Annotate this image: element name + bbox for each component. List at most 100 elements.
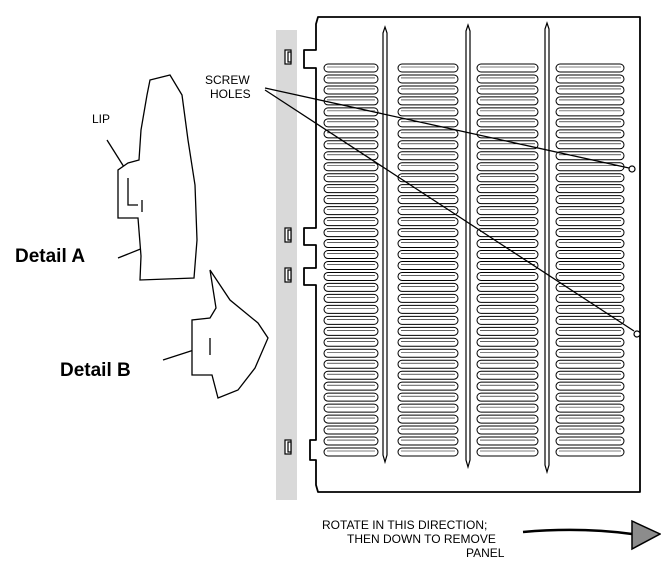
louver-slat [323, 228, 379, 238]
louver-slat [476, 414, 539, 424]
latch-tabs [284, 49, 292, 455]
louver-slat [555, 217, 625, 227]
louver-slat [555, 184, 625, 194]
louver-slat [397, 151, 459, 161]
louver-slat [397, 403, 459, 413]
louver-slat [555, 195, 625, 205]
louver-slat [555, 129, 625, 139]
louver-slat [476, 447, 539, 457]
louver-slat [397, 293, 459, 303]
louver-slat [555, 315, 625, 325]
louver-slat [476, 348, 539, 358]
louver-slat [476, 107, 539, 117]
louver-slat [555, 293, 625, 303]
louver-slat [476, 85, 539, 95]
louver-slat [476, 315, 539, 325]
louver-slat [555, 282, 625, 292]
louver-slat [476, 162, 539, 172]
louver-slat [323, 337, 379, 347]
louver-slat [323, 304, 379, 314]
louver-slat [397, 315, 459, 325]
louver-slat [555, 271, 625, 281]
louver-slat [555, 74, 625, 84]
louver-slat [397, 447, 459, 457]
louver-slat [323, 162, 379, 172]
louver-slat [323, 425, 379, 435]
louver-slat [397, 425, 459, 435]
louver-slat [476, 304, 539, 314]
leader-lines [106, 87, 635, 361]
louver-slat [397, 217, 459, 227]
louver-slat [323, 282, 379, 292]
louver-slat [323, 217, 379, 227]
louver-slat [397, 359, 459, 369]
louver-slat [555, 447, 625, 457]
rotate-instruction-line3: PANEL [466, 546, 505, 560]
rotate-arrow-head [631, 519, 661, 551]
louver-slat [323, 403, 379, 413]
louver-slat [555, 359, 625, 369]
louver-slat [323, 414, 379, 424]
louver-slat [397, 63, 459, 73]
louver-slat [555, 403, 625, 413]
louver-slat [397, 140, 459, 150]
louver-slat [476, 217, 539, 227]
louver-slat [323, 140, 379, 150]
louver-slat [397, 260, 459, 270]
louver-slat [555, 206, 625, 216]
louver-slat [323, 129, 379, 139]
louver-slat [476, 282, 539, 292]
louver-slat [476, 271, 539, 281]
louver-slat [476, 337, 539, 347]
screw-holes-label-line2: HOLES [210, 87, 251, 101]
louver-slat [397, 250, 459, 260]
louver-slat [555, 162, 625, 172]
louver-slat [323, 359, 379, 369]
louver-slat [476, 118, 539, 128]
louver-slat [397, 74, 459, 84]
louver-slat [397, 436, 459, 446]
louver-slat [323, 74, 379, 84]
louver-slat [476, 129, 539, 139]
louver-slat [476, 173, 539, 183]
louver-slat [397, 370, 459, 380]
louver-slat [555, 337, 625, 347]
louver-slat [397, 195, 459, 205]
louver-slat [555, 326, 625, 336]
louver-slat [323, 271, 379, 281]
screw-holes-label-line1: SCREW [205, 73, 250, 87]
louver-slat [555, 370, 625, 380]
louver-slat [476, 63, 539, 73]
louver-slat [397, 392, 459, 402]
louver-slat [397, 381, 459, 391]
louver-slat [323, 436, 379, 446]
louver-slat [476, 74, 539, 84]
louver-slat [397, 326, 459, 336]
detail-b-label: Detail B [60, 360, 131, 381]
louver-slat [397, 206, 459, 216]
louver-slat [555, 173, 625, 183]
louver-slat [476, 96, 539, 106]
louver-slat [476, 403, 539, 413]
louver-slat [397, 348, 459, 358]
louver-slat [476, 206, 539, 216]
louver-slat [555, 107, 625, 117]
louver-slat [555, 118, 625, 128]
louver-slat [323, 260, 379, 270]
louver-slat [323, 206, 379, 216]
louver-slat [323, 239, 379, 249]
louver-slat [397, 228, 459, 238]
louver-slat [555, 348, 625, 358]
detail-a-label: Detail A [15, 246, 86, 267]
louver-slat [323, 151, 379, 161]
louver-slat [555, 304, 625, 314]
louver-slat [323, 348, 379, 358]
louver-slat [555, 239, 625, 249]
rotate-instruction-line2: THEN DOWN TO REMOVE [347, 532, 496, 546]
louver-grid [323, 63, 625, 457]
louver-slat [476, 359, 539, 369]
lip-label: LIP [92, 112, 111, 126]
louver-slat [397, 96, 459, 106]
louver-slat [476, 425, 539, 435]
louver-slat [323, 184, 379, 194]
